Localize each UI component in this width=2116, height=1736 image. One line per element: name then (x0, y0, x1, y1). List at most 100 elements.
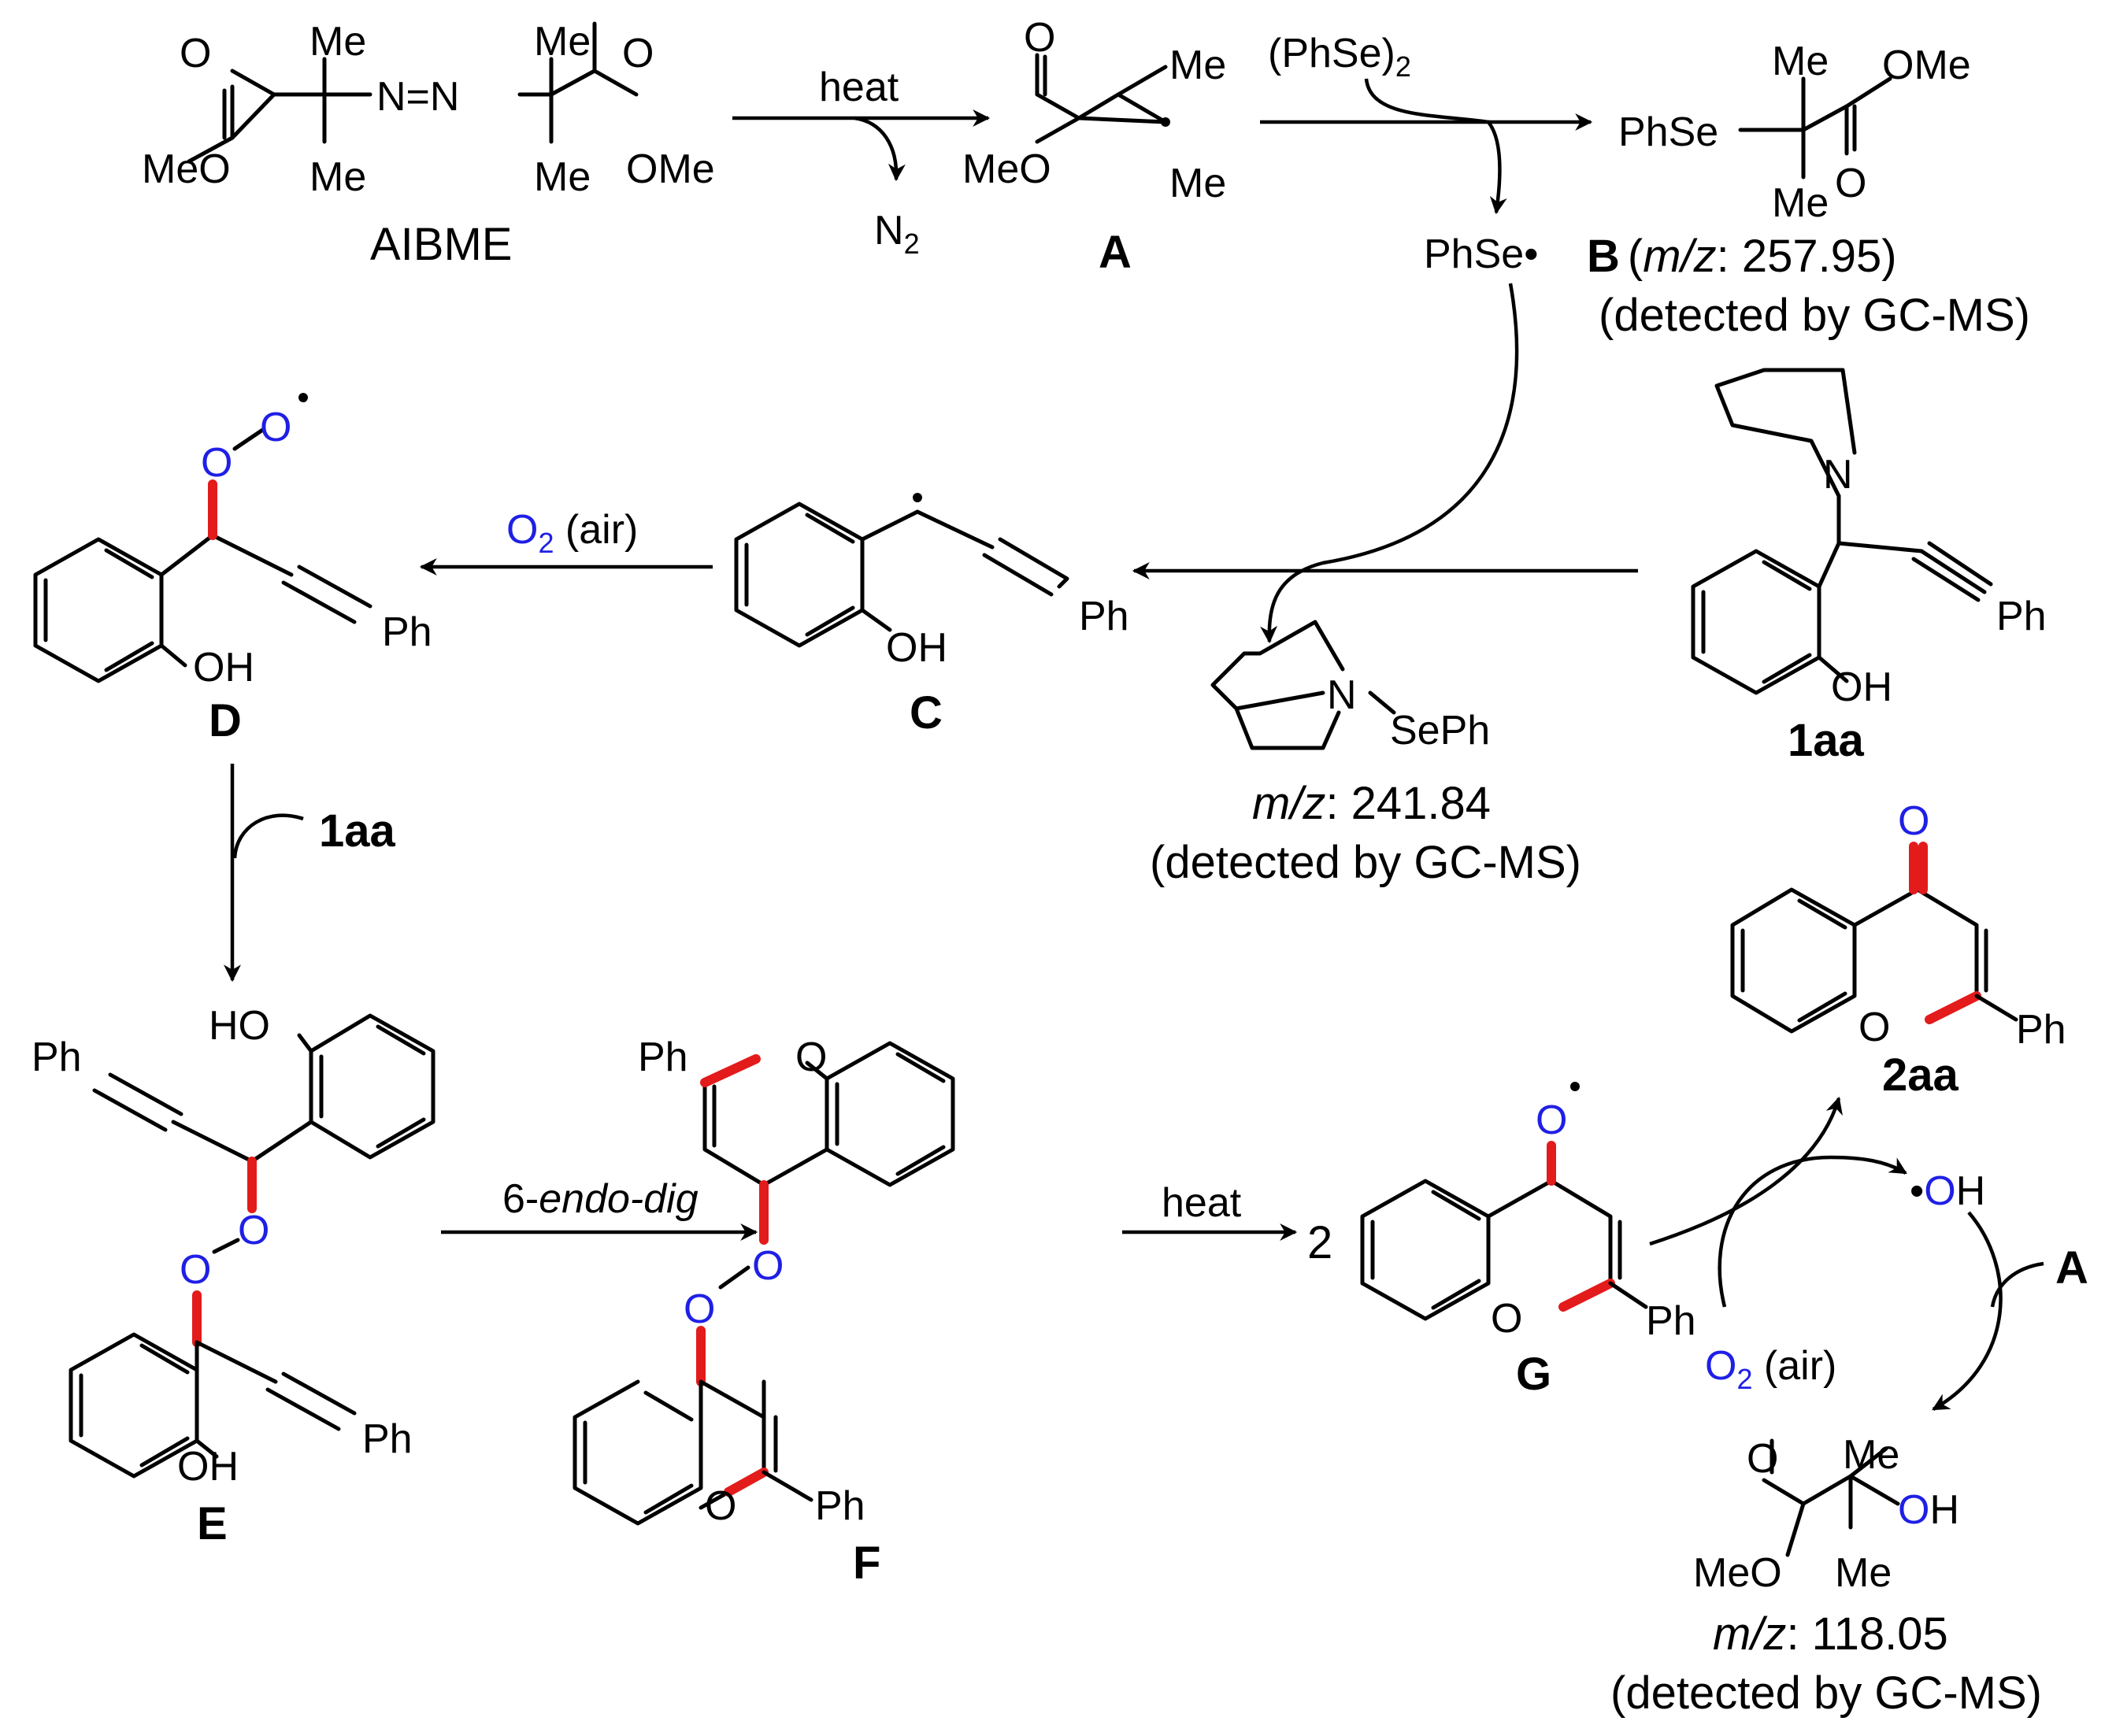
1aa-n: N (1823, 452, 1853, 498)
D-oh: OH (193, 645, 254, 690)
pip-detected: (detected by GC-MS) (1150, 837, 1581, 888)
phse-curved-arrow (1260, 283, 1519, 644)
aibme-me-top-left: Me (309, 19, 366, 65)
radical-cycle-arrows: •OH A O2 (air) (1649, 1096, 2088, 1411)
aibme-me-bottom-right: Me (534, 154, 591, 200)
F-o-ring-bottom: O (705, 1483, 736, 1529)
hydroxy-me-bottom: Me (1835, 1550, 1892, 1596)
B-carbonyl-o: O (1835, 161, 1866, 206)
aibme-meo: MeO (142, 146, 231, 192)
arrow-C-to-D: O2 (air) (419, 507, 713, 576)
coefficient-2: 2 (1307, 1217, 1332, 1268)
B-detected: (detected by GC-MS) (1599, 290, 2030, 341)
pip-n: N (1327, 672, 1357, 718)
E-ph-bottom: Ph (362, 1416, 413, 1462)
hydroxy-ester: O MeO Me OH Me m/z: 118.05 (detected by … (1610, 1432, 2042, 1719)
F-ph-bottom: Ph (815, 1483, 865, 1529)
F-ph-top: Ph (638, 1035, 688, 1080)
arrow-A-to-B: (PhSe)2 PhSe• (1260, 31, 1593, 277)
aibme-carbonyl-o-left: O (180, 31, 211, 76)
A-carbonyl-o: O (1024, 15, 1055, 61)
o2-label-1: O2 (air) (506, 507, 638, 559)
aibme-label: AIBME (370, 219, 513, 270)
G-ph: Ph (1646, 1298, 1696, 1344)
label-1aa: 1aa (1788, 715, 1865, 766)
E-ho: HO (209, 1003, 270, 1049)
label-E: E (197, 1498, 228, 1549)
label-C: C (910, 687, 943, 738)
arrow-E-to-F: 6-endo-dig (441, 1176, 758, 1241)
B-ms-label: B(m/z: 257.95) (1587, 231, 1897, 282)
compound-C: Ph OH C (734, 493, 1129, 738)
B-phse: PhSe (1618, 109, 1718, 155)
hydroxy-carbonyl-o: O (1747, 1436, 1778, 1482)
hydroxy-oh: OH (1898, 1487, 1959, 1533)
o2-label-2: O2 (air) (1705, 1343, 1836, 1395)
A-meo: MeO (962, 146, 1051, 192)
pip-seph: SePh (1390, 708, 1490, 753)
C-ph: Ph (1079, 594, 1129, 639)
hydroxy-meo: MeO (1693, 1550, 1782, 1596)
G-o-ring: O (1491, 1296, 1522, 1342)
oh-radical: •OH (1910, 1168, 1985, 1214)
compound-G: O O Ph G (1360, 1082, 1696, 1400)
A-me-top: Me (1169, 43, 1226, 88)
aibme-ome: OMe (626, 146, 715, 192)
arrow-F-to-G: heat 2 (1122, 1180, 1332, 1268)
D-o1: O (201, 440, 232, 486)
phse2-reagent: (PhSe)2 (1268, 31, 1411, 83)
aibme-carbonyl-o-right: O (622, 31, 654, 76)
pip-ms-label: m/z: 241.84 (1252, 778, 1491, 829)
label-F: F (853, 1538, 880, 1589)
A-reagent: A (2055, 1242, 2088, 1294)
compound-D: O O Ph OH D (33, 393, 432, 746)
E-ph-top: Ph (31, 1035, 82, 1080)
B-ome: OMe (1882, 43, 1971, 88)
label-A: A (1099, 227, 1132, 278)
A-me-bottom: Me (1169, 161, 1226, 206)
C-oh: OH (886, 625, 947, 671)
1aa-ph: Ph (1996, 594, 2047, 639)
F-o1: O (752, 1243, 784, 1289)
label-D: D (209, 695, 242, 746)
1aa-oh: OH (1831, 664, 1892, 710)
heat-label-1: heat (819, 65, 899, 110)
B-me-bottom: Me (1772, 180, 1829, 226)
compound-2aa: O O Ph 2aa (1730, 798, 2066, 1101)
compound-1aa: N Ph OH 1aa (1691, 368, 2047, 766)
aibme-me-bottom-left: Me (309, 154, 366, 200)
B-me-top: Me (1772, 39, 1829, 84)
1aa-reagent: 1aa (319, 805, 396, 857)
hydroxy-detected: (detected by GC-MS) (1610, 1668, 2042, 1719)
piperidine-sephe: N SePh m/z: 241.84 (detected by GC-MS) (1150, 620, 1581, 888)
arrow-aibme-to-A: heat N2 (732, 65, 991, 260)
G-o-radical: O (1536, 1097, 1567, 1143)
heat-label-2: heat (1162, 1180, 1242, 1226)
hydroxy-me-top: Me (1843, 1432, 1899, 1478)
2aa-o-ring: O (1858, 1005, 1890, 1050)
F-o-ring-top: O (795, 1035, 827, 1080)
F-o2: O (684, 1286, 715, 1332)
hydroxy-ms-label: m/z: 118.05 (1713, 1608, 1948, 1660)
phse-radical: PhSe• (1424, 231, 1538, 277)
label-G: G (1516, 1349, 1551, 1400)
D-o2: O (260, 405, 291, 450)
2aa-ph: Ph (2016, 1007, 2066, 1053)
D-ph: Ph (382, 609, 432, 655)
aibme-structure: O MeO Me Me N=N Me Me O OMe AIBME (142, 19, 715, 270)
aibme-azo: N=N (376, 74, 459, 120)
compound-B: PhSe Me Me OMe O B(m/z: 257.95) (detecte… (1587, 39, 2030, 341)
endo-dig-label: 6-endo-dig (502, 1176, 699, 1222)
n2-label: N2 (874, 208, 920, 260)
E-o1: O (238, 1208, 269, 1253)
compound-A: O MeO Me Me A (962, 15, 1226, 278)
arrow-D-to-E: 1aa (224, 764, 396, 983)
compound-F: O Ph O O O Ph F (573, 1035, 955, 1589)
E-o2: O (180, 1247, 211, 1293)
compound-E: HO Ph O O Ph OH E (31, 1003, 435, 1549)
2aa-carbonyl-o: O (1898, 798, 1929, 844)
label-2aa: 2aa (1882, 1049, 1959, 1101)
aibme-me-top-right: Me (534, 19, 591, 65)
E-oh: OH (177, 1444, 239, 1490)
